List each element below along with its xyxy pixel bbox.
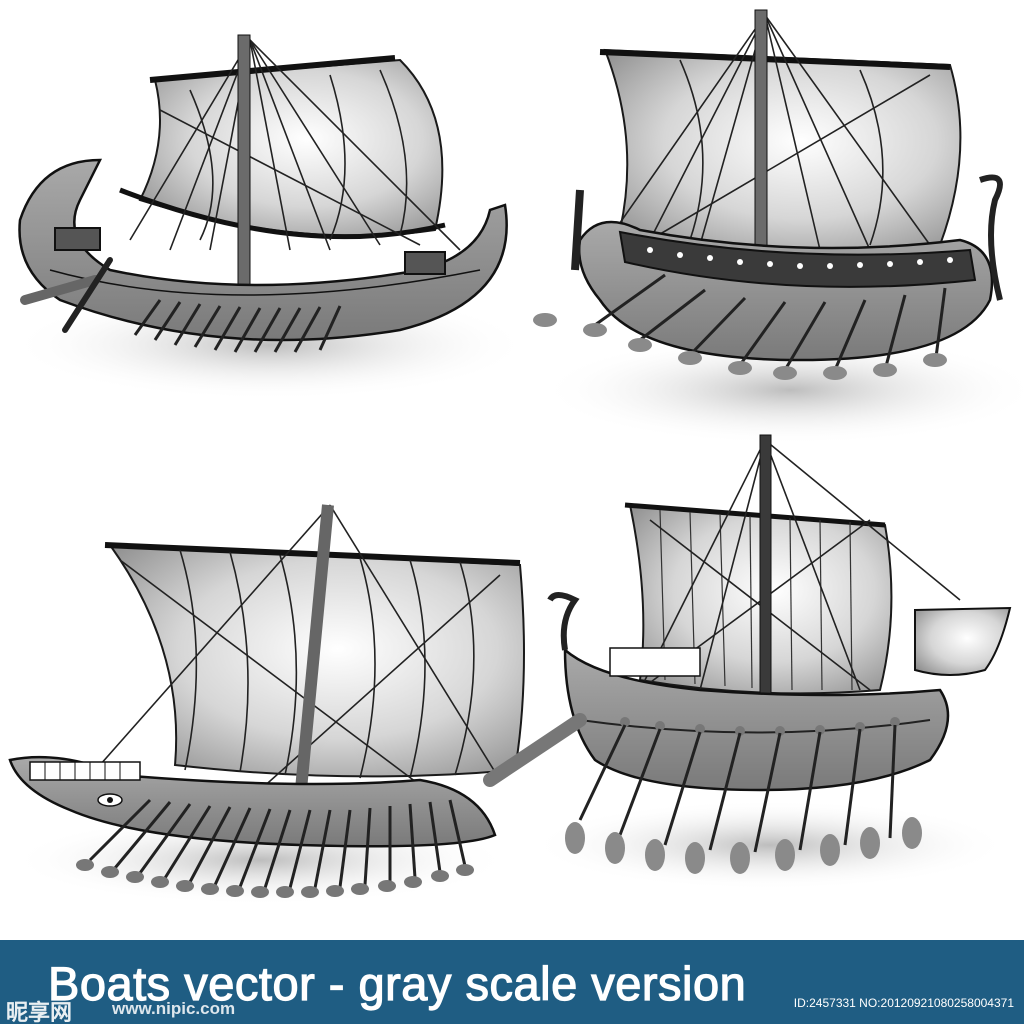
- watermark-id: ID:2457331 NO:20120921080258004371: [793, 996, 1014, 1010]
- caption-banner: [0, 940, 1024, 1024]
- watermark-url: www.nipic.com: [112, 999, 236, 1018]
- boats-illustration: [8, 9, 1024, 905]
- boat-2: [533, 9, 1024, 445]
- boat-1: [10, 34, 530, 400]
- boat-3: [8, 504, 525, 905]
- boat-4: [483, 434, 1012, 890]
- watermark-logo: 昵享网: [6, 1001, 73, 1026]
- caption-text: Boats vector - gray scale version: [47, 956, 747, 1010]
